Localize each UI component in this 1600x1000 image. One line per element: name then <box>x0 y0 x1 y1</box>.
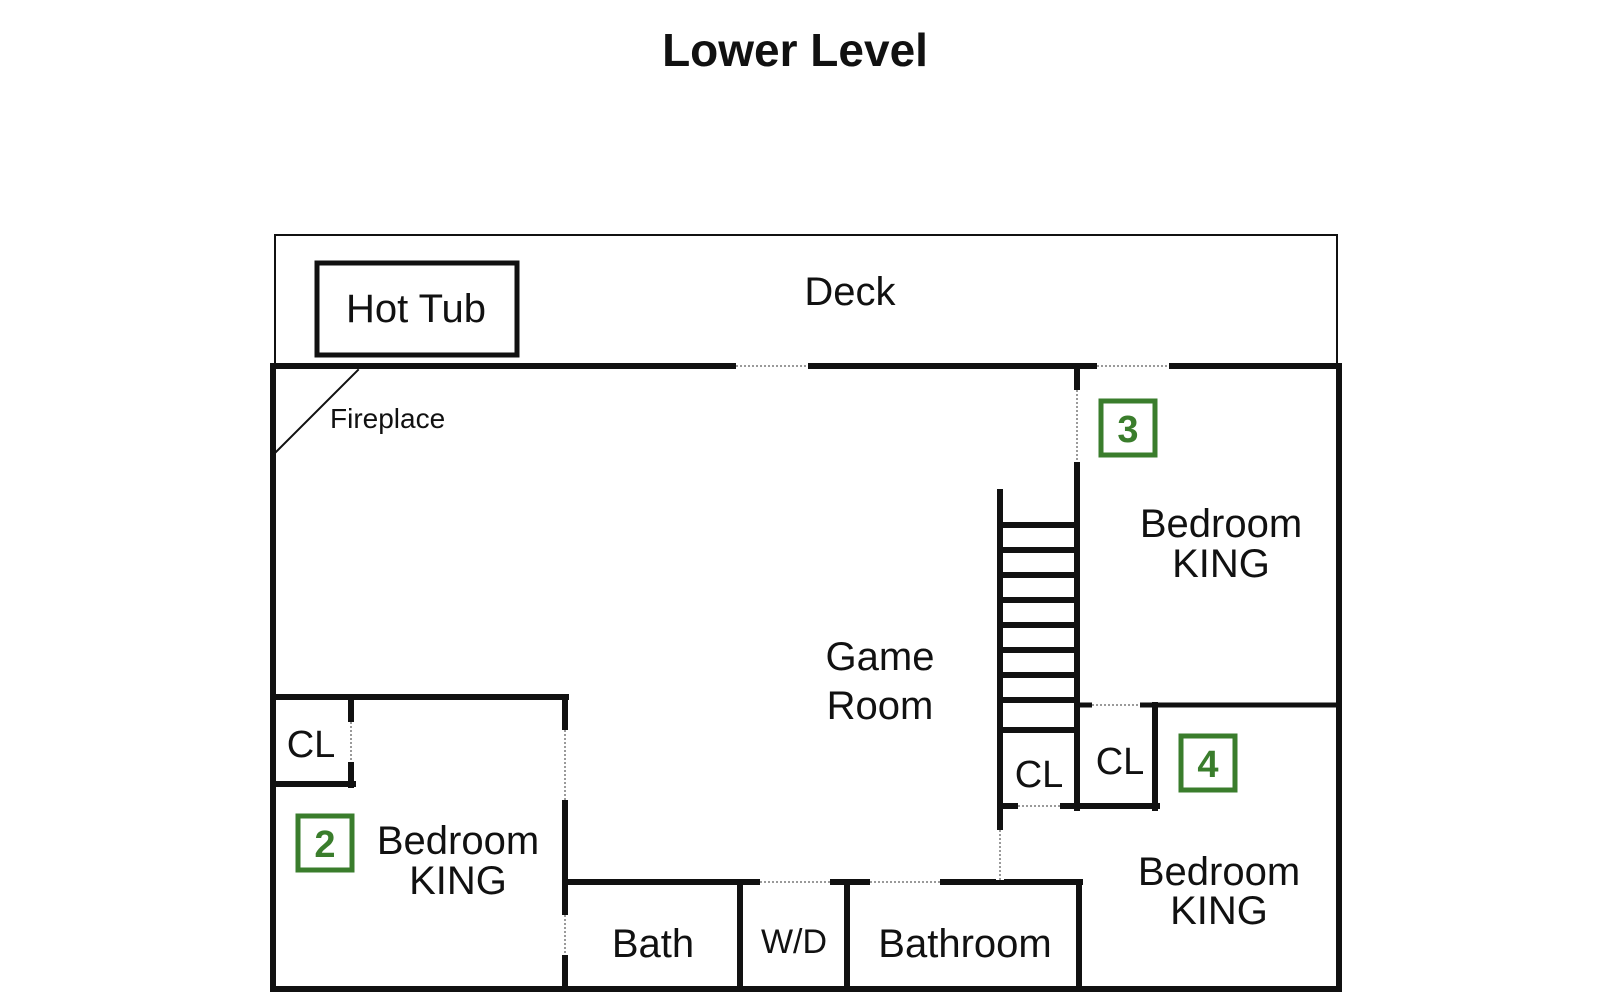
bedroom-4-badge-number: 4 <box>1197 744 1218 786</box>
hot-tub-label: Hot Tub <box>346 287 486 331</box>
stairs <box>997 522 1080 733</box>
closet-stair-label: CL <box>1015 754 1064 796</box>
fireplace-corner <box>274 368 360 454</box>
bath-label: Bath <box>612 922 694 966</box>
page-title: Lower Level <box>662 24 928 76</box>
bedroom-4-label-line-2: KING <box>1170 889 1268 933</box>
fireplace-label: Fireplace <box>330 403 445 434</box>
game-room-label-line-2: Room <box>827 684 934 728</box>
bedroom-4-label-line-1: Bedroom <box>1138 850 1300 894</box>
bedroom-3-badge <box>1098 398 1158 458</box>
hot-tub <box>314 260 520 358</box>
bedroom-2-label-line-2: KING <box>409 859 507 903</box>
game-room-label-line-1: Game <box>826 635 935 679</box>
bedroom-4-badge <box>1178 733 1238 793</box>
closet-left-label: CL <box>287 724 336 766</box>
bathroom-label: Bathroom <box>878 922 1051 966</box>
bedroom-2-badge <box>295 813 355 873</box>
bedroom-3-label-line-1: Bedroom <box>1140 502 1302 546</box>
bedroom-2-badge-number: 2 <box>314 824 335 866</box>
bedroom-3-badge-number: 3 <box>1117 409 1138 451</box>
door-openings <box>347 362 1169 955</box>
closet-right-label: CL <box>1096 741 1145 783</box>
washer-dryer-label: W/D <box>761 923 827 961</box>
bedroom-3-label-line-2: KING <box>1172 542 1270 586</box>
bedroom-2-label-line-1: Bedroom <box>377 819 539 863</box>
deck-label: Deck <box>804 270 896 314</box>
